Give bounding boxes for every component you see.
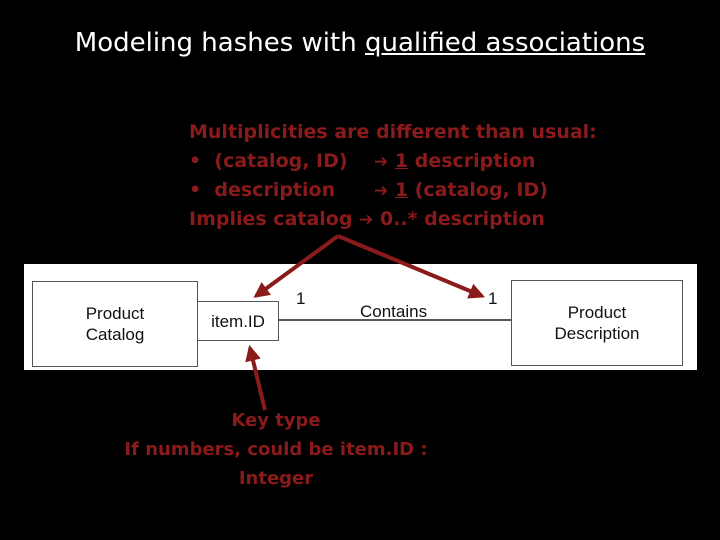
slide-title: Modeling hashes with qualified associati… [0, 28, 720, 58]
catalog-line-2: Catalog [85, 325, 145, 344]
description-line-1: Product [567, 303, 627, 322]
bullet-left: (catalog, ID) [214, 150, 348, 172]
implies-left: Implies catalog [189, 208, 353, 230]
arrow-to-description [337, 234, 485, 299]
association-label: Contains [360, 302, 428, 321]
bullet-right: ➔ 1 description [374, 147, 535, 177]
mult-value: 1 [394, 150, 409, 172]
key-type-line-1: Key type [231, 410, 321, 431]
description-line-2: Description [554, 324, 640, 343]
mult-right-label: 1 [488, 289, 498, 308]
right-arrow-icon: ➔ [374, 152, 389, 172]
right-arrow-icon: ➔ [359, 210, 374, 230]
bullet-catalog-id: • (catalog, ID) ➔ 1 description [189, 147, 597, 176]
bullet-description: • description ➔ 1 (catalog, ID) [189, 176, 597, 205]
key-type-line-2: If numbers, could be item.ID : [124, 439, 428, 460]
bullet-dot: • [189, 150, 202, 172]
multiplicities-heading: Multiplicities are different than usual: [189, 121, 597, 143]
right-arrow-icon: ➔ [374, 181, 389, 201]
key-type-line-3: Integer [238, 468, 314, 489]
bullet-right: ➔ 1 (catalog, ID) [374, 176, 548, 206]
title-underlined: qualified associations [364, 28, 646, 58]
mult-target: (catalog, ID) [408, 179, 548, 201]
qualifier-box: item.ID [197, 301, 279, 341]
qualifier-label: item.ID [211, 311, 265, 331]
bullet-left: description [214, 179, 336, 201]
mult-target: description [408, 150, 536, 172]
implies-right: 0..* description [379, 208, 545, 230]
arrow-to-qualifier [253, 234, 340, 298]
mult-left-label: 1 [296, 289, 306, 308]
multiplicities-text: Multiplicities are different than usual:… [189, 118, 597, 235]
implies-line: Implies catalog ➔ 0..* description [189, 205, 597, 235]
bullet-dot: • [189, 179, 202, 201]
arrow-to-qualifier-key [245, 344, 267, 411]
key-type-note: Key type If numbers, could be item.ID : … [100, 406, 452, 493]
mult-value: 1 [394, 179, 409, 201]
catalog-line-1: Product [85, 304, 145, 323]
title-prefix: Modeling hashes with [74, 28, 365, 58]
